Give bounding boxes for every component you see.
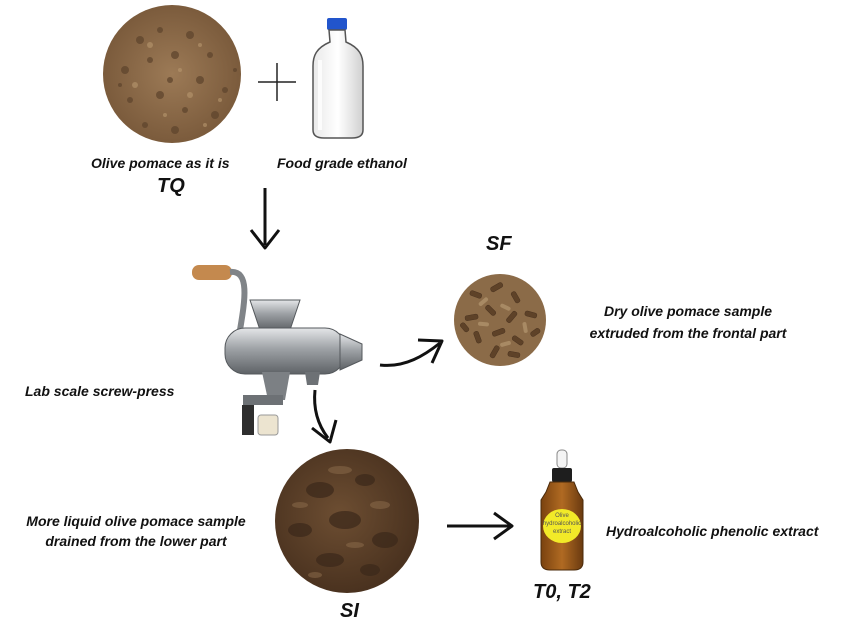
arrow-down (251, 188, 279, 248)
vial-label-line-2: hydroalcoholic (542, 520, 582, 528)
arrow-to-sf (380, 340, 442, 365)
screw-press-image (192, 265, 362, 435)
sf-caption-line-1: Dry olive pomace sample (563, 302, 813, 320)
ethanol-caption: Food grade ethanol (277, 154, 407, 172)
olive-pomace-tq-image (103, 5, 241, 143)
ethanol-bottle-image (313, 18, 363, 138)
plus-icon (258, 63, 296, 101)
vial-label-line-3: extract (542, 528, 582, 536)
si-caption: More liquid olive pomace sample drained … (2, 512, 270, 550)
sf-caption-line-2: extruded from the frontal part (563, 324, 813, 342)
sf-code: SF (486, 233, 512, 256)
si-caption-line-1: More liquid olive pomace sample (2, 512, 270, 530)
extract-vial-image (541, 450, 583, 570)
si-caption-line-2: drained from the lower part (2, 532, 270, 550)
press-caption: Lab scale screw-press (25, 382, 174, 400)
sf-caption: Dry olive pomace sample extruded from th… (563, 302, 813, 342)
si-code: SI (340, 600, 359, 623)
vial-label-line-1: Olive (542, 512, 582, 520)
extract-code: T0, T2 (533, 581, 591, 604)
olive-pomace-sf-image (454, 274, 546, 366)
tq-caption: Olive pomace as it is (91, 154, 230, 172)
arrow-to-si (312, 390, 336, 442)
vial-label: Olive hydroalcoholic extract (542, 512, 582, 536)
arrow-to-extract (447, 513, 512, 539)
olive-pomace-si-image (275, 449, 419, 593)
tq-code: TQ (157, 175, 185, 198)
extract-caption: Hydroalcoholic phenolic extract (606, 522, 818, 540)
